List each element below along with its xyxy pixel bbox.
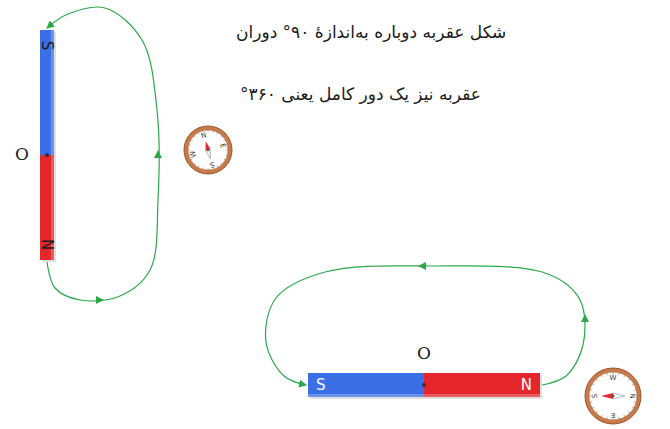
compass-letter: S <box>592 394 599 398</box>
compass <box>184 126 232 174</box>
magnet-pole: S <box>308 373 424 397</box>
magnet-pole: N <box>40 155 54 260</box>
pole-letter: S <box>316 378 326 393</box>
magnet-pole: S <box>40 30 54 155</box>
compass-letter: W <box>190 150 199 158</box>
field-line <box>266 266 585 385</box>
compass-letter: W <box>610 375 617 382</box>
pole-letter: N <box>39 239 54 250</box>
field-line <box>47 7 159 301</box>
center-mark: O <box>417 343 431 363</box>
center-mark: O <box>15 144 29 164</box>
caption-text: عقربه نیز یک دور کامل یعنی ۳۶۰° <box>240 84 481 104</box>
magnet-pole: N <box>424 373 540 397</box>
compass-letter: N <box>628 393 635 398</box>
pole-letter: N <box>521 378 532 393</box>
field-arrows <box>96 150 589 322</box>
pole-letter: S <box>40 41 55 51</box>
compass-letter: E <box>611 411 615 418</box>
compass <box>585 368 641 424</box>
caption-text: شکل عقربه دوباره به‌اندازهٔ ۹۰° دوران <box>236 22 506 42</box>
